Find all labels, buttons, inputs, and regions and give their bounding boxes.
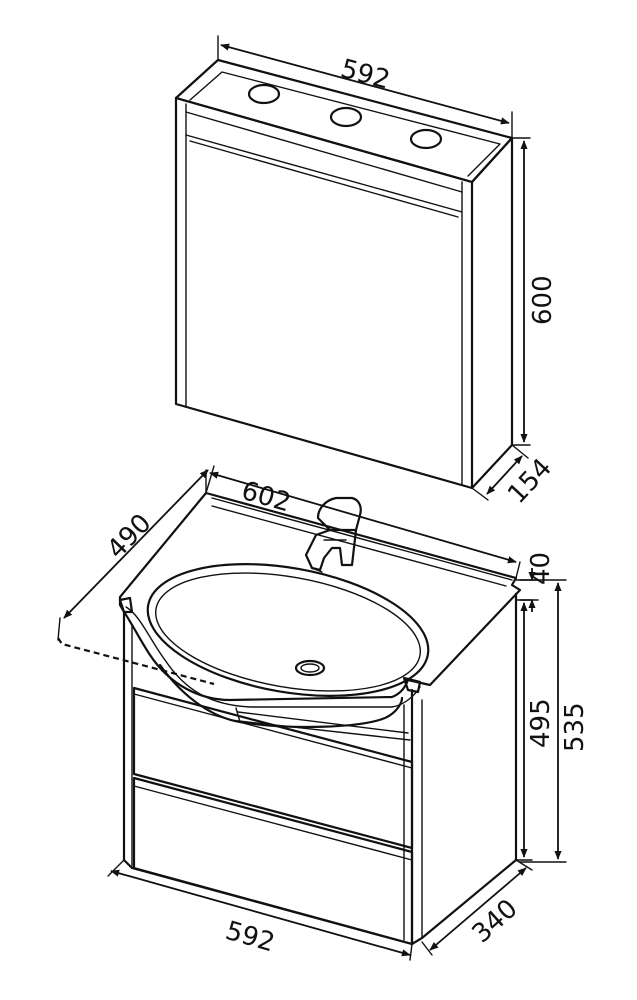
dimension-vanity-depth: 340	[421, 859, 533, 956]
vanity-drawer-upper-gap	[229, 719, 411, 741]
label-basin-depth: 490	[101, 508, 157, 565]
vanity-drawer-upper-top	[133, 693, 413, 769]
vanity-unit	[118, 491, 522, 946]
vanity-drawer-upper	[132, 686, 414, 850]
dimension-cabinet-depth: 154	[471, 444, 558, 510]
label-vanity-depth: 340	[467, 894, 524, 950]
cabinet-front-face	[174, 96, 474, 490]
dimension-cabinet-height: 600	[511, 137, 558, 446]
label-vanity-body-height: 495	[526, 698, 556, 748]
label-basin-width: 602	[238, 476, 294, 519]
basin-drain	[294, 659, 326, 677]
vanity-body-left	[122, 610, 414, 946]
label-cabinet-height: 600	[528, 275, 558, 325]
dimension-basin-thickness: 40	[515, 552, 556, 612]
cabinet-top-panel-line	[185, 111, 463, 193]
label-cabinet-depth: 154	[502, 453, 558, 510]
cabinet-spotlight-1	[247, 83, 281, 105]
vanity-drawer-lower-top	[133, 785, 413, 861]
basin-top-outline	[118, 491, 522, 702]
label-cabinet-width: 592	[337, 54, 393, 96]
cabinet-side-face	[470, 136, 514, 490]
vanity-drawer-upper-gap-2	[237, 711, 409, 734]
cabinet-top-rim	[189, 71, 501, 177]
dimension-basin-width: 602	[205, 469, 521, 579]
dimension-vanity-body-height: 495	[515, 599, 556, 861]
basin-drain-inner	[300, 663, 320, 673]
basin-front-lip	[125, 606, 421, 708]
vanity-drawer-lower	[132, 776, 414, 946]
mirror-cabinet	[174, 58, 514, 490]
label-vanity-total-height: 535	[560, 702, 590, 752]
cabinet-spotlight-3	[409, 128, 443, 150]
label-vanity-width: 592	[222, 916, 278, 959]
basin-depth-reference-dashed	[57, 637, 215, 686]
basin-right-corner	[402, 676, 422, 694]
cabinet-door-top-line	[185, 134, 463, 213]
dimension-basin-depth: 490	[57, 465, 215, 686]
cabinet-door-top-line-2	[189, 140, 459, 218]
dimension-vanity-total-height: 535	[519, 579, 590, 863]
basin-back-edge	[211, 497, 513, 581]
cabinet-spotlight-2	[329, 106, 363, 128]
